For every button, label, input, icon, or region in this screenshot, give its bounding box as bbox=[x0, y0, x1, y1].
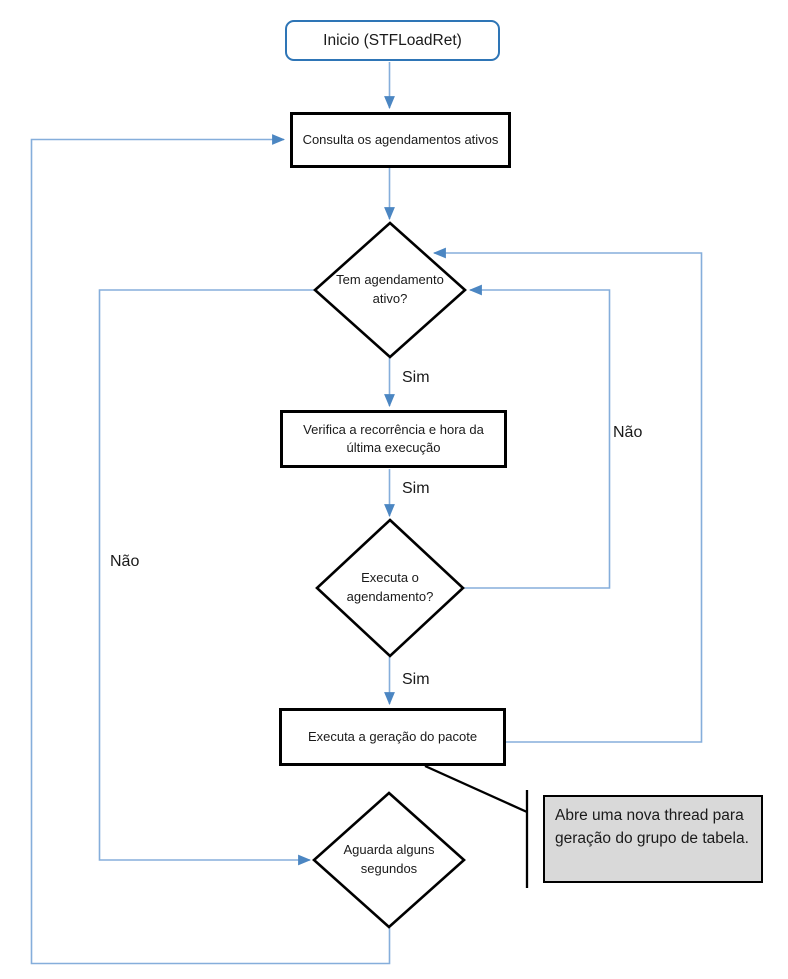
edge-label-nao-right: Não bbox=[613, 424, 643, 441]
tem-agendamento-text: Tem agendamento ativo? bbox=[336, 272, 444, 306]
edge-nao-right-to-tem-agendamento bbox=[464, 284, 611, 589]
node-executa-geracao: Executa a geração do pacote bbox=[279, 708, 506, 766]
node-verifica-recorrencia: Verifica a recorrência e hora da última … bbox=[280, 410, 507, 468]
edge-label-sim-1: Sim bbox=[402, 369, 430, 386]
node-consulta-agendamentos: Consulta os agendamentos ativos bbox=[290, 112, 511, 168]
node-start-label: Inicio (STFLoadRet) bbox=[323, 31, 462, 49]
edge-label-sim-3: Sim bbox=[402, 671, 430, 688]
executa-agendamento-text: Executa o agendamento? bbox=[346, 570, 434, 604]
edge-aguarda-loop-to-consulta bbox=[30, 134, 391, 965]
node-verifica-label: Verifica a recorrência e hora da última … bbox=[303, 421, 484, 455]
node-executa-geracao-label: Executa a geração do pacote bbox=[307, 728, 478, 744]
edge-label-sim-2: Sim bbox=[402, 480, 430, 497]
edge-label-nao-left: Não bbox=[110, 553, 140, 570]
note-callout-line bbox=[424, 764, 528, 814]
edge-executa-geracao-loop-to-tem-agendamento bbox=[432, 247, 703, 743]
diamond-aguarda-label: Aguarda alguns segundos bbox=[319, 793, 459, 927]
note-text: Abre uma nova thread para geração do gru… bbox=[555, 807, 749, 848]
diamond-tem-agendamento-label: Tem agendamento ativo? bbox=[320, 223, 460, 357]
node-consulta-label: Consulta os agendamentos ativos bbox=[302, 131, 499, 147]
diamond-executa-agendamento bbox=[315, 518, 465, 658]
diamond-aguarda bbox=[312, 791, 466, 929]
edge-nao-left-to-aguarda bbox=[98, 289, 314, 866]
note-box: Abre uma nova thread para geração do gru… bbox=[543, 795, 763, 883]
aguarda-text: Aguarda alguns segundos bbox=[343, 842, 435, 876]
diamond-tem-agendamento bbox=[313, 221, 467, 359]
diamond-executa-agendamento-label: Executa o agendamento? bbox=[322, 520, 458, 656]
node-start: Inicio (STFLoadRet) bbox=[285, 20, 500, 61]
